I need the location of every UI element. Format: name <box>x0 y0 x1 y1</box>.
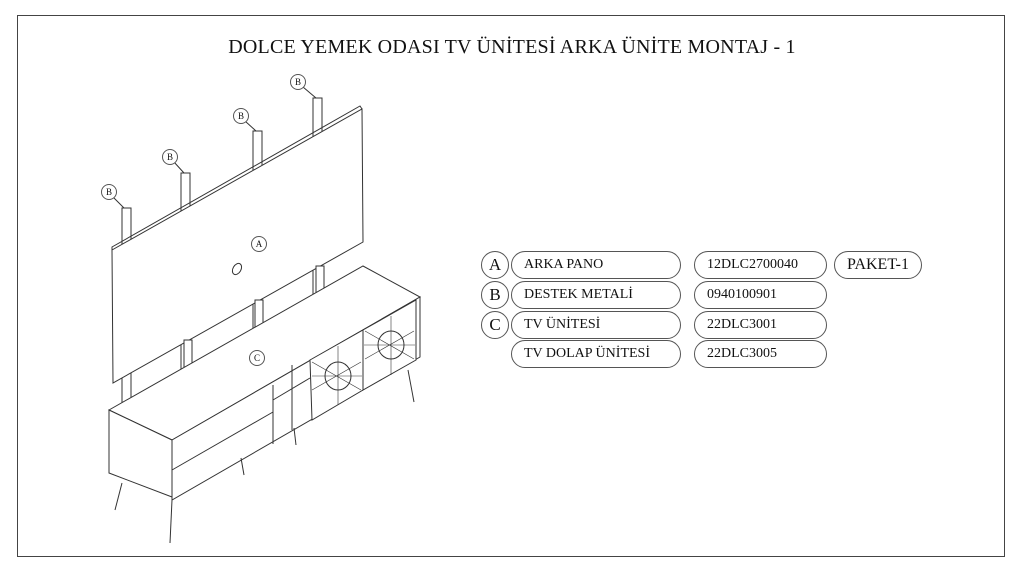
part-name: TV DOLAP ÜNİTESİ <box>511 340 681 368</box>
part-name: ARKA PANO <box>511 251 681 279</box>
part-code: 22DLC3001 <box>694 311 827 339</box>
part-name: TV ÜNİTESİ <box>511 311 681 339</box>
part-letter-a: A <box>481 251 509 279</box>
back-panel <box>111 108 364 384</box>
page-title: DOLCE YEMEK ODASI TV ÜNİTESİ ARKA ÜNİTE … <box>228 36 796 58</box>
package-label: PAKET-1 <box>834 251 922 279</box>
part-code: 22DLC3005 <box>694 340 827 368</box>
tv-cabinet <box>107 265 422 544</box>
callout-b-3: B <box>233 108 249 124</box>
cable-hole <box>231 262 243 276</box>
part-letter-c: C <box>481 311 509 339</box>
part-name: DESTEK METALİ <box>511 281 681 309</box>
callout-leaders <box>112 86 317 209</box>
page-border <box>17 15 1005 557</box>
part-code: 0940100901 <box>694 281 827 309</box>
callout-b-2: B <box>162 149 178 165</box>
part-code: 12DLC2700040 <box>694 251 827 279</box>
callout-b-1: B <box>101 184 117 200</box>
callout-b-4: B <box>290 74 306 90</box>
callout-a: A <box>251 236 267 252</box>
part-letter-b: B <box>481 281 509 309</box>
callout-c: C <box>249 350 265 366</box>
